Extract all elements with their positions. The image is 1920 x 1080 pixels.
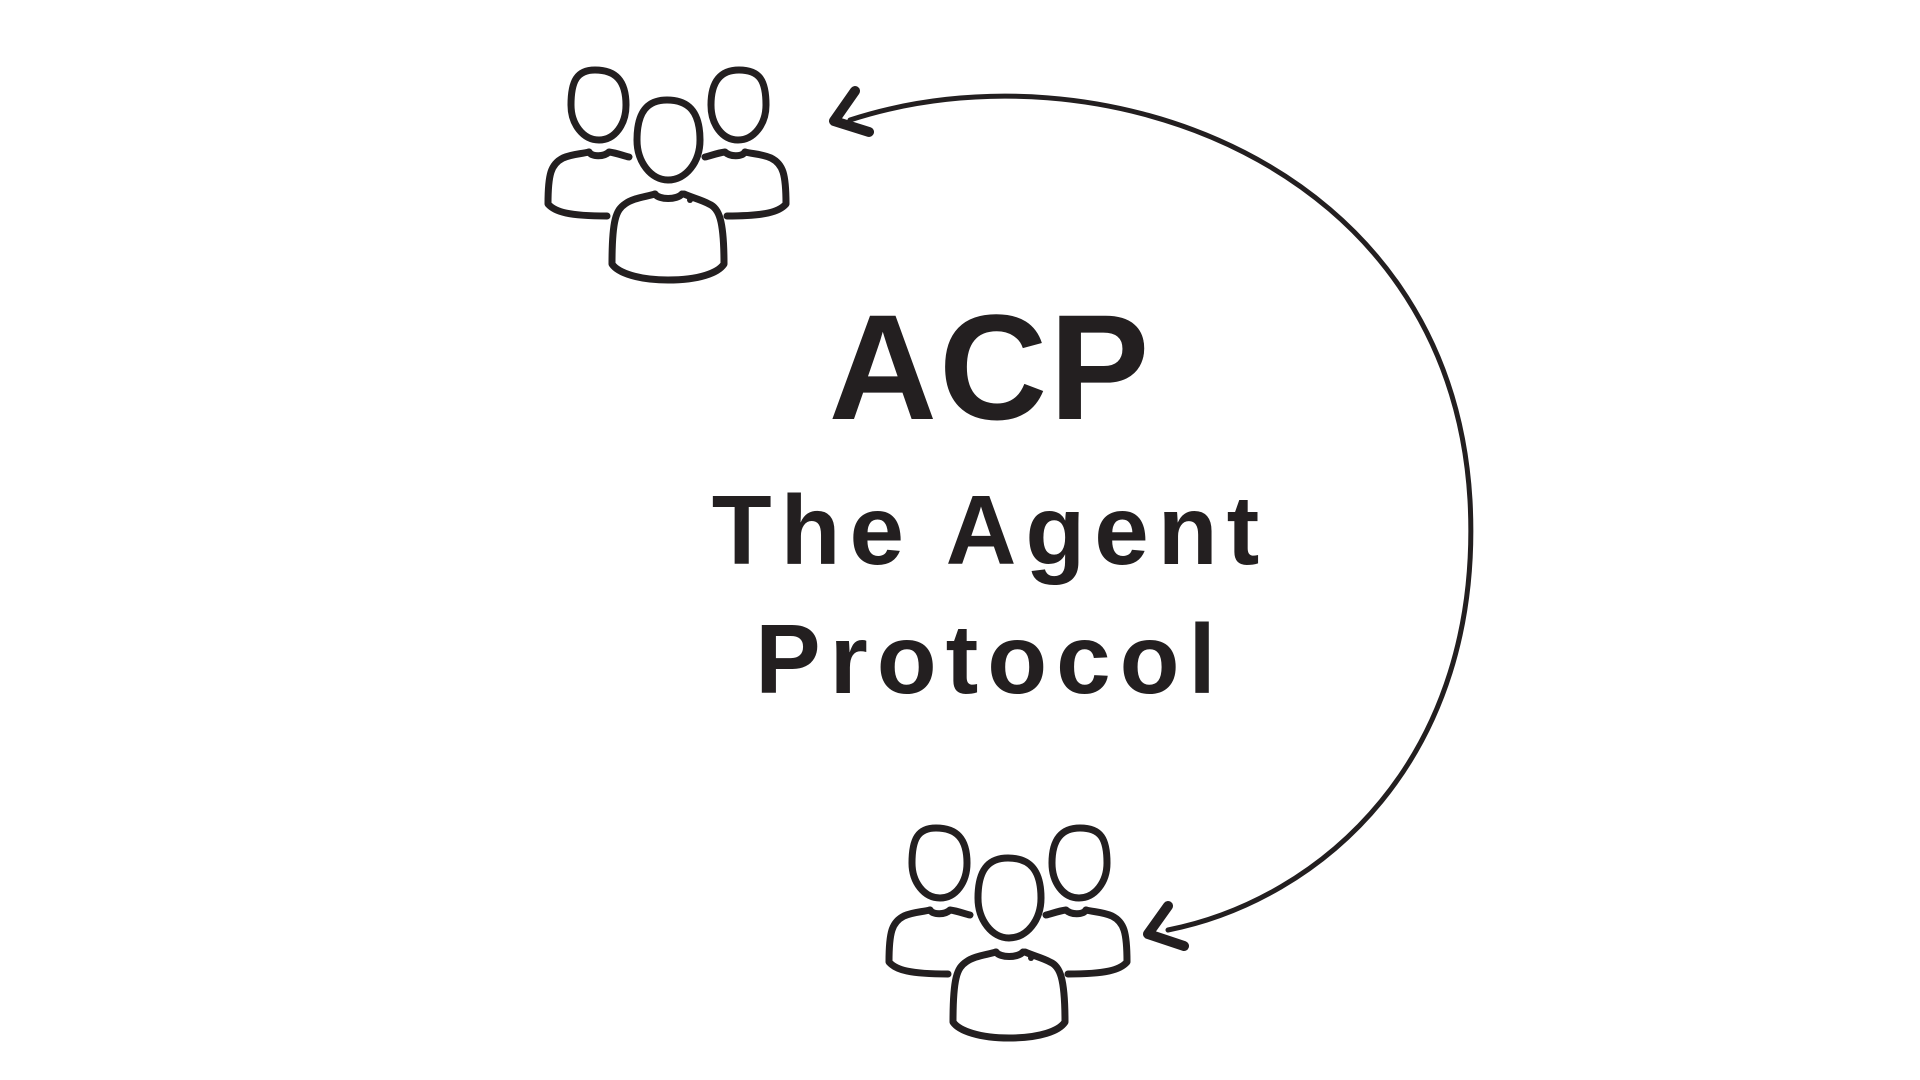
group-of-people-icon (548, 70, 786, 280)
diagram-subtitle-line-2: Protocol (755, 604, 1225, 714)
group-of-people-icon (889, 828, 1127, 1038)
agent-group-bottom (889, 828, 1127, 1038)
diagram-subtitle-line-1: The Agent (711, 475, 1269, 585)
diagram-title: ACP (828, 283, 1152, 451)
connector-arc (847, 93, 1474, 933)
arrowhead-bottom-icon (1143, 901, 1189, 951)
agent-group-top (548, 70, 786, 280)
arrowhead-top-icon (829, 86, 874, 137)
